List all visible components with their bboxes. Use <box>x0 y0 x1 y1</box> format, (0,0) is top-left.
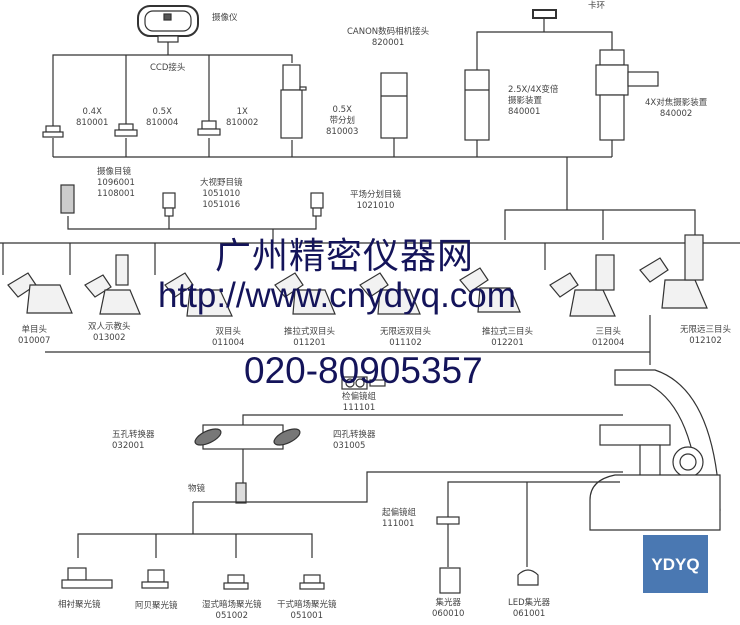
ccd-adapter-icon <box>42 64 307 139</box>
canon-adapter-icon <box>380 72 408 139</box>
condenser-icons <box>61 567 539 594</box>
focus-photo-device-icon <box>595 49 659 141</box>
ccd-label: CCD接头 <box>150 63 186 73</box>
watermark-phone: 020-80905357 <box>244 350 483 391</box>
polarizer-icon <box>436 516 460 525</box>
microscope-icon <box>589 369 721 531</box>
camera-icon <box>137 5 199 43</box>
nosepiece-icon <box>194 428 301 446</box>
eyepiece-icon <box>60 184 324 217</box>
objective-icon <box>235 482 247 504</box>
head-icons <box>7 234 708 317</box>
watermark-url: http://www.cnydyq.com <box>158 276 516 315</box>
objective-label: 物镜 <box>188 484 206 494</box>
ring-label: 卡环 <box>588 1 606 11</box>
watermark-site-name: 广州精密仪器网 <box>215 236 475 277</box>
condenser-label: 阿贝聚光镜 <box>135 601 178 611</box>
head-drops <box>2 243 546 275</box>
ring-icon <box>532 9 557 19</box>
zoom-photo-device-icon <box>464 69 490 141</box>
condenser-label: 相衬聚光镜 <box>58 600 101 610</box>
analyzer-icon <box>341 376 386 390</box>
ydyq-logo: YDYQ <box>643 535 708 593</box>
camera-label: 摄像仪 <box>212 13 238 23</box>
